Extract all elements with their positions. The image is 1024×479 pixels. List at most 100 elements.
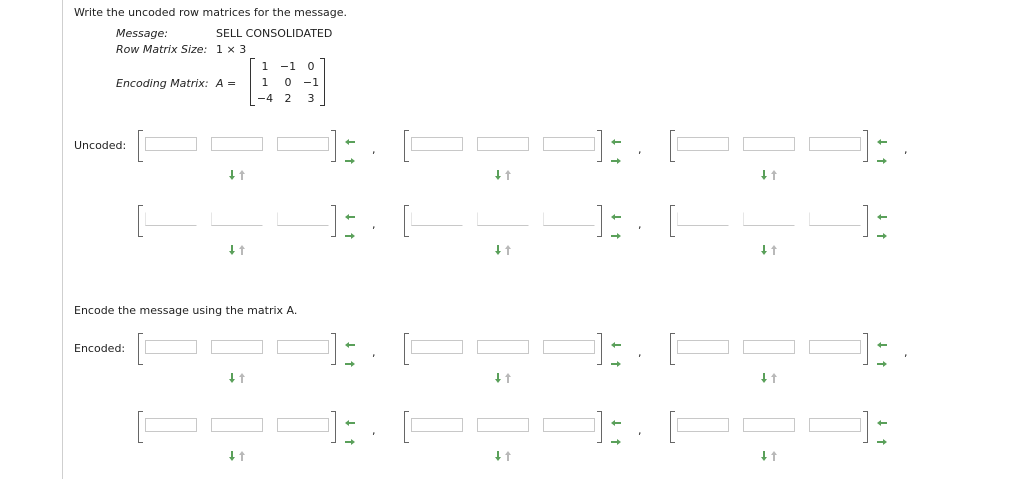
arrow-right-icon[interactable]	[611, 154, 625, 167]
uncoded-entry-input[interactable]	[211, 137, 263, 151]
arrow-left-icon[interactable]	[611, 210, 625, 223]
arrow-up-icon[interactable]	[239, 451, 245, 465]
arrow-up-icon[interactable]	[771, 451, 777, 465]
uncoded-entry-input[interactable]	[809, 137, 861, 151]
arrow-up-icon[interactable]	[505, 373, 511, 387]
arrow-right-icon[interactable]	[877, 154, 891, 167]
arrow-down-icon[interactable]	[761, 373, 767, 387]
uncoded-entry-input[interactable]	[145, 212, 197, 226]
arrow-right-icon[interactable]	[611, 229, 625, 242]
arrow-left-icon[interactable]	[877, 338, 891, 351]
encoded-entry-input[interactable]	[543, 340, 595, 354]
encoded-entry-input[interactable]	[543, 418, 595, 432]
arrow-left-icon[interactable]	[611, 135, 625, 148]
arrow-left-icon[interactable]	[877, 135, 891, 148]
uncoded-entry-input[interactable]	[477, 137, 529, 151]
arrow-right-icon[interactable]	[877, 229, 891, 242]
column-resize-control[interactable]	[877, 210, 891, 242]
encoded-entry-input[interactable]	[277, 418, 329, 432]
column-resize-control[interactable]	[877, 416, 891, 448]
uncoded-entry-input[interactable]	[677, 212, 729, 226]
row-resize-control[interactable]	[229, 451, 245, 465]
row-resize-control[interactable]	[229, 245, 245, 259]
arrow-up-icon[interactable]	[505, 245, 511, 259]
arrow-right-icon[interactable]	[345, 229, 359, 242]
arrow-left-icon[interactable]	[345, 338, 359, 351]
row-resize-control[interactable]	[761, 170, 777, 184]
arrow-down-icon[interactable]	[229, 170, 235, 184]
column-resize-control[interactable]	[345, 416, 359, 448]
column-resize-control[interactable]	[611, 338, 625, 370]
uncoded-entry-input[interactable]	[543, 212, 595, 226]
row-resize-control[interactable]	[761, 373, 777, 387]
arrow-up-icon[interactable]	[771, 170, 777, 184]
column-resize-control[interactable]	[611, 135, 625, 167]
uncoded-entry-input[interactable]	[411, 212, 463, 226]
arrow-left-icon[interactable]	[345, 135, 359, 148]
column-resize-control[interactable]	[345, 135, 359, 167]
arrow-down-icon[interactable]	[229, 451, 235, 465]
row-resize-control[interactable]	[229, 170, 245, 184]
uncoded-entry-input[interactable]	[145, 137, 197, 151]
row-resize-control[interactable]	[229, 373, 245, 387]
arrow-right-icon[interactable]	[611, 357, 625, 370]
arrow-left-icon[interactable]	[345, 210, 359, 223]
column-resize-control[interactable]	[345, 338, 359, 370]
encoded-entry-input[interactable]	[411, 418, 463, 432]
arrow-down-icon[interactable]	[495, 245, 501, 259]
arrow-down-icon[interactable]	[761, 451, 767, 465]
encoded-entry-input[interactable]	[809, 418, 861, 432]
arrow-down-icon[interactable]	[495, 170, 501, 184]
arrow-right-icon[interactable]	[345, 357, 359, 370]
encoded-entry-input[interactable]	[145, 418, 197, 432]
column-resize-control[interactable]	[611, 416, 625, 448]
uncoded-entry-input[interactable]	[411, 137, 463, 151]
encoded-entry-input[interactable]	[677, 340, 729, 354]
arrow-left-icon[interactable]	[877, 416, 891, 429]
column-resize-control[interactable]	[611, 210, 625, 242]
row-resize-control[interactable]	[495, 451, 511, 465]
arrow-down-icon[interactable]	[495, 373, 501, 387]
arrow-left-icon[interactable]	[611, 416, 625, 429]
row-resize-control[interactable]	[495, 245, 511, 259]
arrow-down-icon[interactable]	[495, 451, 501, 465]
encoded-entry-input[interactable]	[743, 340, 795, 354]
encoded-entry-input[interactable]	[677, 418, 729, 432]
row-resize-control[interactable]	[495, 170, 511, 184]
arrow-down-icon[interactable]	[761, 245, 767, 259]
arrow-down-icon[interactable]	[761, 170, 767, 184]
column-resize-control[interactable]	[877, 338, 891, 370]
arrow-right-icon[interactable]	[877, 357, 891, 370]
encoded-entry-input[interactable]	[211, 340, 263, 354]
uncoded-entry-input[interactable]	[477, 212, 529, 226]
arrow-left-icon[interactable]	[611, 338, 625, 351]
uncoded-entry-input[interactable]	[743, 137, 795, 151]
encoded-entry-input[interactable]	[809, 340, 861, 354]
encoded-entry-input[interactable]	[411, 340, 463, 354]
row-resize-control[interactable]	[761, 245, 777, 259]
arrow-right-icon[interactable]	[877, 435, 891, 448]
arrow-up-icon[interactable]	[239, 170, 245, 184]
uncoded-entry-input[interactable]	[543, 137, 595, 151]
uncoded-entry-input[interactable]	[277, 137, 329, 151]
arrow-up-icon[interactable]	[771, 245, 777, 259]
uncoded-entry-input[interactable]	[277, 212, 329, 226]
arrow-right-icon[interactable]	[345, 154, 359, 167]
row-resize-control[interactable]	[761, 451, 777, 465]
encoded-entry-input[interactable]	[277, 340, 329, 354]
column-resize-control[interactable]	[345, 210, 359, 242]
encoded-entry-input[interactable]	[477, 340, 529, 354]
uncoded-entry-input[interactable]	[211, 212, 263, 226]
arrow-left-icon[interactable]	[877, 210, 891, 223]
row-resize-control[interactable]	[495, 373, 511, 387]
arrow-up-icon[interactable]	[771, 373, 777, 387]
arrow-down-icon[interactable]	[229, 373, 235, 387]
uncoded-entry-input[interactable]	[809, 212, 861, 226]
arrow-up-icon[interactable]	[239, 245, 245, 259]
encoded-entry-input[interactable]	[211, 418, 263, 432]
arrow-up-icon[interactable]	[239, 373, 245, 387]
encoded-entry-input[interactable]	[145, 340, 197, 354]
arrow-up-icon[interactable]	[505, 170, 511, 184]
arrow-up-icon[interactable]	[505, 451, 511, 465]
arrow-right-icon[interactable]	[345, 435, 359, 448]
